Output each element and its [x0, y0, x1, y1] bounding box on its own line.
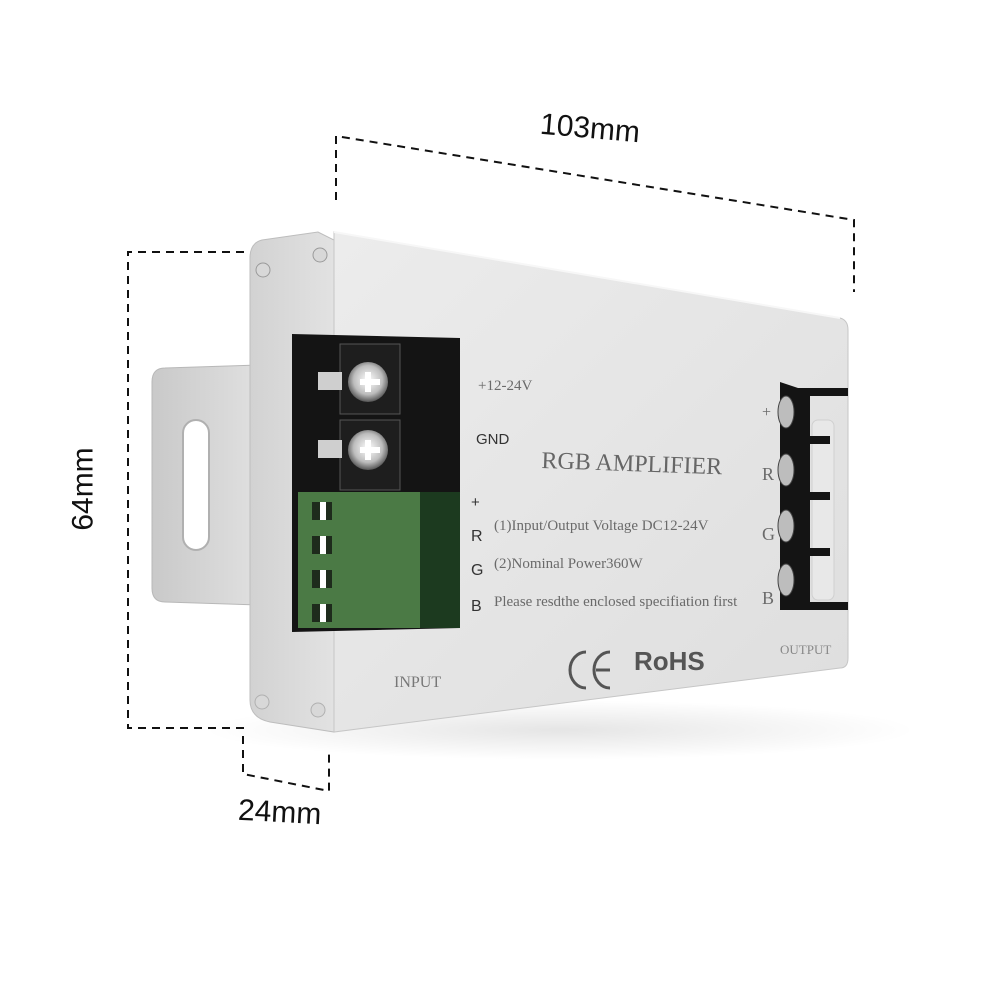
output-channel-g: G	[762, 524, 775, 544]
case-body	[333, 231, 849, 733]
input-channel-plus: +	[471, 494, 480, 511]
rohs-mark: RoHS	[634, 646, 705, 676]
depth-dimension-label: 24mm	[237, 793, 323, 832]
output-channel-r: R	[762, 464, 775, 484]
input-port-label: INPUT	[394, 674, 442, 691]
input-channel-r: R	[471, 528, 483, 545]
power-screw-terminal	[318, 343, 401, 415]
spec-notice: Please resdthe enclosed specifiation fir…	[494, 594, 738, 610]
output-port-label: OUTPUT	[780, 642, 832, 657]
power-ground-label: GND	[476, 431, 510, 448]
output-channel-plus: +	[762, 404, 772, 421]
spec-power: (2)Nominal Power360W	[494, 556, 643, 572]
spec-voltage: (1)Input/Output Voltage DC12-24V	[494, 518, 709, 534]
depth-dimension-line	[242, 736, 330, 793]
height-dimension-line	[127, 251, 244, 729]
input-terminal-block	[292, 334, 460, 632]
output-terminal-block	[777, 382, 848, 610]
input-channel-g: G	[471, 562, 484, 579]
ce-mark-icon	[568, 650, 611, 690]
power-positive-label: +12-24V	[478, 378, 533, 394]
height-dimension-label: 64mm	[66, 447, 100, 531]
mounting-bracket	[151, 364, 259, 606]
input-channel-b: B	[471, 598, 482, 615]
green-signal-connector	[298, 492, 460, 628]
output-channel-b: B	[762, 588, 775, 608]
width-dimension-line	[335, 134, 855, 292]
ground-screw-terminal	[318, 419, 401, 491]
